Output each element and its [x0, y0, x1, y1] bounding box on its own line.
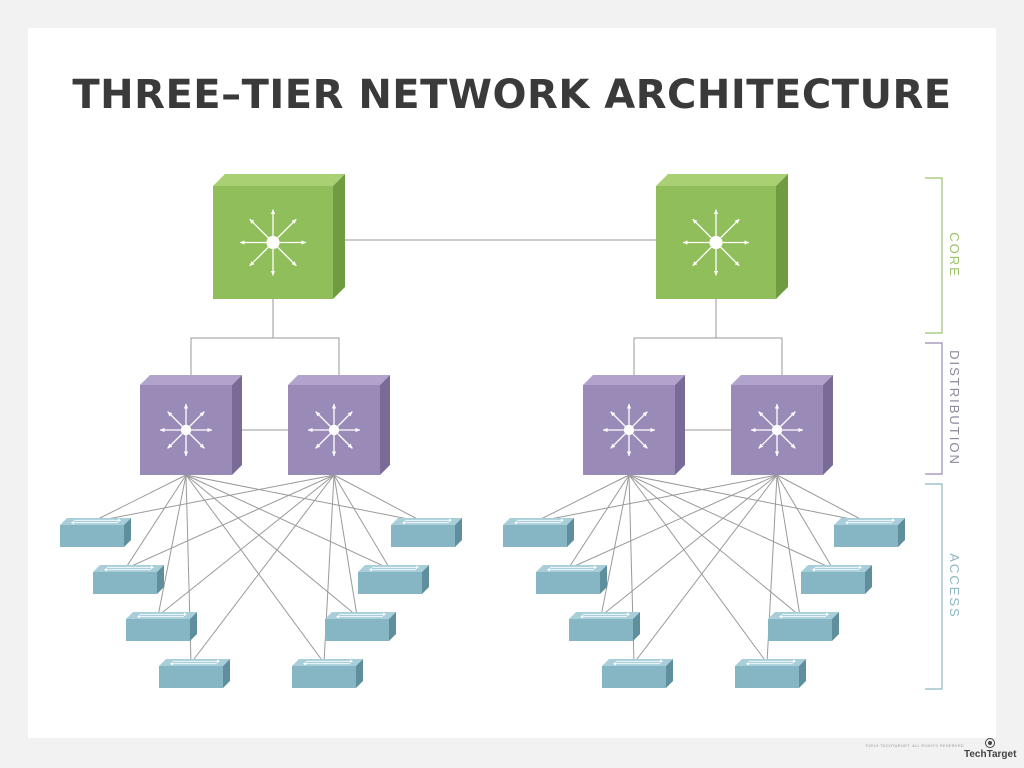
dist-access-link-1-1-6	[185, 474, 391, 570]
access-switch-1-R3	[325, 612, 396, 641]
distribution-switch-2-1	[583, 375, 685, 475]
access-switch-1-L2-arrows-icon	[104, 565, 154, 572]
distribution-label: DISTRIBUTION	[947, 350, 962, 466]
access-switch-2-L2-arrows-icon	[547, 565, 597, 572]
access-switch-2-L1	[503, 518, 574, 547]
access-switch-1-R4-arrows-icon	[303, 659, 353, 666]
access-switch-2-R2	[801, 565, 872, 594]
access-switch-1-R4	[292, 659, 363, 688]
dist-access-link-1-2-7	[333, 474, 358, 617]
core-switch-1	[213, 174, 345, 299]
access-switch-2-R1-arrows-icon	[845, 518, 895, 525]
access-switch-1-L3	[126, 612, 197, 641]
dist-access-link-2-2-6	[776, 474, 834, 570]
dist-access-link-1-1-2	[124, 474, 187, 570]
access-switch-2-R2-arrows-icon	[812, 565, 862, 572]
access-switch-1-R1-arrows-icon	[402, 518, 452, 525]
dist-access-link-1-2-3	[157, 474, 335, 617]
access-switch-1-L1	[60, 518, 131, 547]
copyright-text: ©2019 TECHTARGET. ALL RIGHTS RESERVED	[865, 743, 964, 748]
access-switch-2-R4	[735, 659, 806, 688]
access-switch-2-L3	[569, 612, 640, 641]
access-switch-1-R3-arrows-icon	[336, 612, 386, 619]
dist-access-link-1-2-5	[333, 474, 424, 523]
dist-access-link-1-1-8	[185, 474, 325, 664]
dist-access-link-2-1-8	[628, 474, 768, 664]
core-switch-2	[656, 174, 788, 299]
core-switch-1-switch-icon	[240, 209, 306, 276]
tier-brackets: CORE DISTRIBUTION ACCESS	[925, 177, 962, 690]
dist-access-link-2-1-6	[628, 474, 834, 570]
access-switch-2-L4-arrows-icon	[613, 659, 663, 666]
access-bracket	[925, 483, 943, 690]
access-switch-2-L4	[602, 659, 673, 688]
core-dist-link-2a	[633, 299, 717, 380]
dist-access-link-1-1-1	[91, 474, 187, 523]
access-switch-1-L1-arrows-icon	[71, 518, 121, 525]
access-switch-2-R1	[834, 518, 905, 547]
core-dist-link-1a	[190, 299, 274, 380]
dist-access-link-2-1-2	[567, 474, 630, 570]
logo-text: TechTarget	[964, 749, 1017, 760]
dist-access-link-2-1-1	[534, 474, 630, 523]
core-switch-2-switch-icon	[683, 209, 749, 276]
dist-access-link-2-1-7	[628, 474, 801, 617]
access-switch-1-R1	[391, 518, 462, 547]
dist-access-link-2-2-7	[776, 474, 801, 617]
distribution-switch-1-1	[140, 375, 242, 475]
distribution-switch-2-1-switch-icon	[603, 404, 655, 456]
distribution-switch-1-1-switch-icon	[160, 404, 212, 456]
diagram-title: THREE–TIER NETWORK ARCHITECTURE	[72, 72, 952, 118]
core-bracket	[925, 177, 943, 334]
techtarget-logo: TechTarget	[964, 738, 1016, 764]
distribution-bracket	[925, 342, 943, 475]
dist-access-link-2-2-5	[776, 474, 867, 523]
access-switch-1-R2-arrows-icon	[369, 565, 419, 572]
access-switch-1-L3-arrows-icon	[137, 612, 187, 619]
dist-access-link-1-2-4	[190, 474, 335, 664]
dist-access-link-2-2-2	[567, 474, 778, 570]
access-switch-2-L2	[536, 565, 607, 594]
access-switch-1-L2	[93, 565, 164, 594]
dist-access-link-2-2-4	[633, 474, 778, 664]
distribution-switch-2-2-switch-icon	[751, 404, 803, 456]
access-switch-2-L1-arrows-icon	[514, 518, 564, 525]
access-switch-1-L4-arrows-icon	[170, 659, 220, 666]
access-switch-2-R3-arrows-icon	[779, 612, 829, 619]
dist-access-link-2-1-3	[600, 474, 630, 617]
distribution-switch-2-2	[731, 375, 833, 475]
access-switch-2-L3-arrows-icon	[580, 612, 630, 619]
dist-access-link-2-2-1	[534, 474, 778, 523]
dist-access-link-1-1-7	[185, 474, 358, 617]
access-switch-2-R4-arrows-icon	[746, 659, 796, 666]
dist-access-link-1-2-6	[333, 474, 391, 570]
dist-access-link-1-1-3	[157, 474, 187, 617]
access-switch-1-L4	[159, 659, 230, 688]
dist-access-link-2-2-3	[600, 474, 778, 617]
distribution-switch-1-2-switch-icon	[308, 404, 360, 456]
target-icon	[985, 738, 995, 748]
dist-access-link-1-2-2	[124, 474, 335, 570]
core-label: CORE	[947, 232, 962, 278]
network-nodes	[60, 174, 905, 688]
core-dist-link-2b	[716, 337, 783, 380]
access-switch-1-R2	[358, 565, 429, 594]
access-switch-2-R3	[768, 612, 839, 641]
distribution-switch-1-2	[288, 375, 390, 475]
access-label: ACCESS	[947, 553, 962, 618]
dist-access-link-1-2-1	[91, 474, 335, 523]
core-dist-link-1b	[273, 337, 340, 380]
